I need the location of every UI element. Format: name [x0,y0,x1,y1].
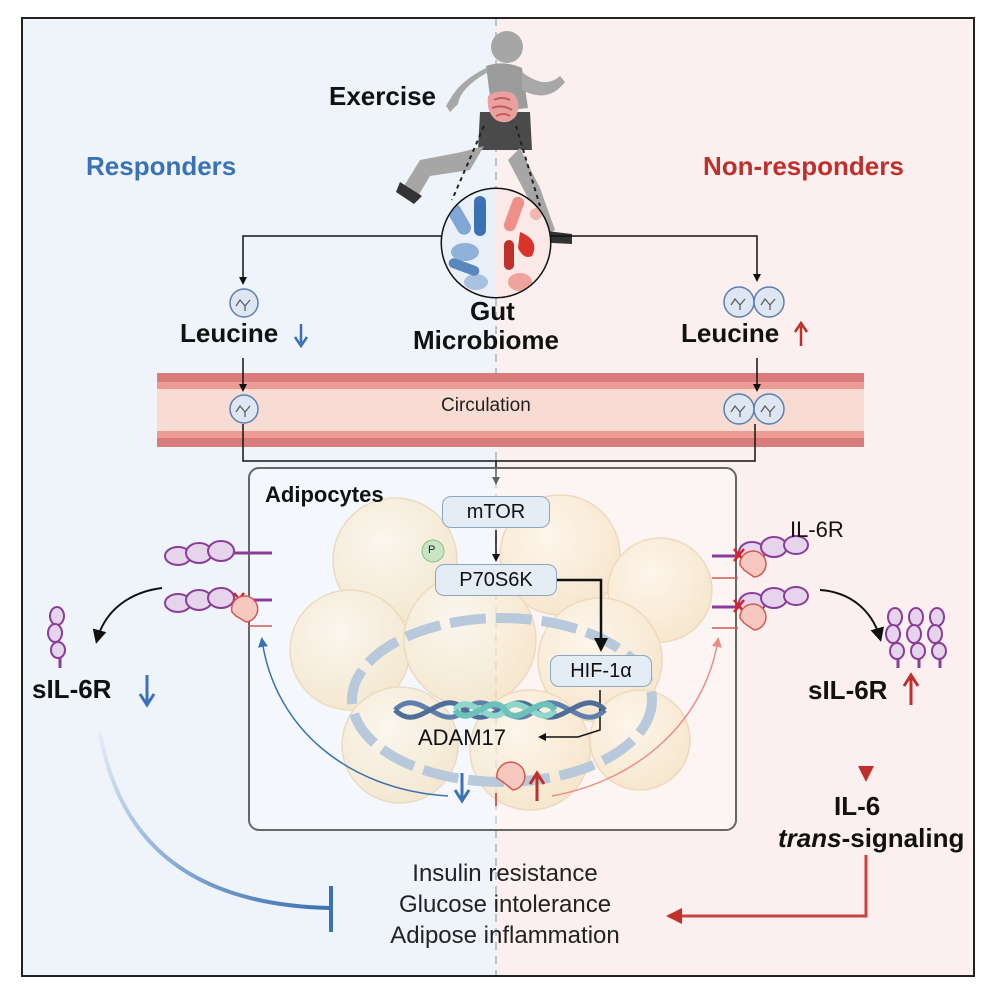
arrow-down-icon [138,675,156,708]
il6-label: IL-6 [834,791,881,821]
il6-receptor-icon [885,607,947,668]
leucine-molecule-icon [723,393,785,425]
responder-inhibition-curve [98,731,331,910]
outcome-item: Adipose inflammation [390,922,620,949]
adam17-label: ADAM17 [418,725,507,750]
adam17-protease-icon [230,595,272,627]
arrow-down-icon [293,324,309,349]
outcome-item: Insulin resistance [412,860,598,887]
responders-title: Responders [86,151,237,181]
adam17-to-right-membrane-arrow [551,637,722,797]
phospho-badge [421,539,445,563]
gut-label-line1: Gut [470,296,515,326]
arrow-down-icon [453,773,471,804]
adam17-protease-icon [495,761,526,806]
gut-to-leucine-right-arrow [550,235,761,282]
leucine-right-label: Leucine [681,318,780,348]
leucine-molecule-icon [229,288,259,318]
trans-signaling-label: trans-signaling [778,823,965,853]
sil6r-left-label: sIL-6R [32,674,112,704]
adipocyte-cells [289,494,713,811]
nonresponders-title: Non-responders [703,151,904,181]
il6-receptor-icon [164,587,272,613]
hif-node: HIF-1α [550,655,652,687]
dna-helix-icon [393,700,607,720]
adam17-protease-icon [712,550,767,631]
leucine-molecule-icon [229,394,259,424]
circulation-label: Circulation [441,395,531,416]
arrow-up-icon [902,672,920,705]
adam17-to-left-membrane-arrow [258,637,449,797]
receptor-shedding-left-arrow [92,587,163,644]
gut-label-line2: Microbiome [413,325,559,355]
il6-receptor-icon [164,540,272,566]
arrow-up-icon [793,320,809,346]
leucine-left-label: Leucine [180,318,279,348]
arrow-up-icon [528,770,546,801]
figure-frame [21,17,975,977]
il6-receptor-icon [47,606,66,668]
hif-to-adam17-arrow [538,690,601,741]
leucine-molecule-icon [723,286,785,318]
il6-to-outcomes-arrow [666,855,868,924]
gut-to-leucine-left-arrow [239,235,442,285]
adipocytes-label: Adipocytes [265,482,384,507]
mtor-node: mTOR [442,496,550,528]
phospho-label: P [428,544,436,556]
p70s6k-to-hif-arrow [557,578,608,652]
exercise-label: Exercise [329,81,436,111]
outcomes-list: Insulin resistance Glucose intolerance A… [330,858,680,951]
il6r-label: IL-6R [790,517,844,542]
outcome-item: Glucose intolerance [398,891,612,918]
receptor-shedding-right-arrow [819,589,884,642]
bacteria-icon [440,187,552,299]
p70s6k-node: P70S6K [435,564,557,596]
sil6r-right-label: sIL-6R [808,675,888,705]
circulation-merge-line [242,424,756,462]
